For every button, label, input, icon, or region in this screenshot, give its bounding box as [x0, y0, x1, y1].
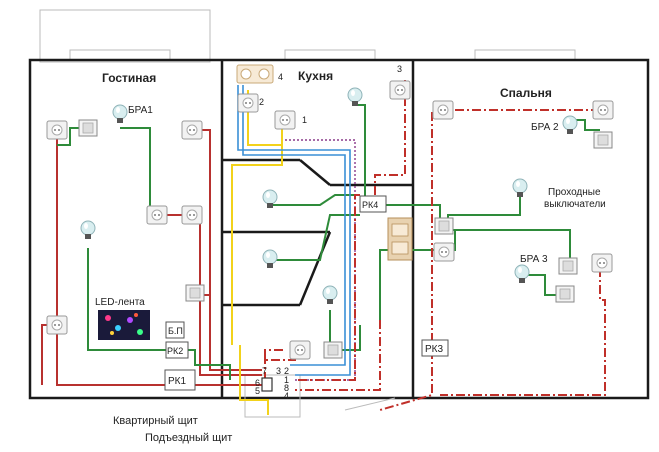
terminal-2: 2 — [284, 366, 289, 376]
switch-bra1 — [78, 119, 98, 137]
label-apartment-panel: Квартирный щит — [113, 415, 198, 427]
socket-kitchen-3 — [389, 80, 411, 100]
panel-leader-line — [344, 397, 396, 411]
socket-bedroom-right — [591, 253, 613, 273]
label-pass-switches-1: Проходные — [548, 187, 601, 198]
switch-bra3 — [555, 285, 575, 303]
junction-box-rk3 — [421, 339, 449, 357]
window-top-living — [69, 49, 171, 61]
label-rk2: РК2 — [167, 346, 183, 356]
junction-box-rk1 — [164, 369, 196, 391]
socket-living-4 — [181, 205, 203, 225]
terminal-1: 1 — [284, 375, 289, 385]
bulb-bra3 — [514, 264, 530, 284]
label-led: LED-лента — [95, 297, 145, 308]
terminal-4: 4 — [284, 391, 289, 401]
terminal-7: 7 — [262, 366, 267, 376]
room-label-living: Гостиная — [102, 71, 156, 85]
window-top-left — [39, 9, 211, 63]
label-entrance-panel: Подъездный щит — [145, 432, 232, 444]
bulb-living-main — [80, 220, 96, 240]
socket-living-3 — [146, 205, 168, 225]
panel-terminal-block — [261, 377, 273, 392]
socket-kitchen-lower — [289, 340, 311, 360]
socket-number-2: 2 — [259, 97, 264, 107]
terminal-8: 8 — [284, 383, 289, 393]
dashdot-wires — [264, 80, 606, 411]
socket-number-4: 4 — [278, 72, 283, 82]
switch-bra2 — [593, 131, 613, 149]
label-bra3: БРА 3 — [520, 254, 548, 265]
walls — [28, 58, 650, 400]
room-label-kitchen: Кухня — [298, 69, 333, 83]
terminal-5: 5 — [255, 386, 260, 396]
switch-kitchen-lower — [323, 341, 343, 359]
apartment-panel-box — [244, 374, 301, 418]
junction-box-rk2 — [165, 341, 189, 359]
socket-bedroom-left — [433, 242, 455, 262]
socket-bedroom-top-left — [432, 100, 454, 120]
socket-living-5 — [46, 315, 68, 335]
switch-block-hall — [387, 217, 413, 261]
window-top-kitchen — [284, 49, 376, 61]
socket-kitchen-double — [236, 64, 274, 84]
socket-living-1 — [46, 120, 68, 140]
switch-living-led — [185, 284, 205, 302]
bulb-bedroom-main — [512, 178, 528, 198]
bulb-kitchen-lower — [322, 285, 338, 305]
bulb-bra1 — [112, 104, 128, 124]
label-rk1: РК1 — [168, 376, 186, 387]
junction-box-rk4 — [359, 195, 387, 213]
blue-wires — [237, 85, 351, 376]
socket-number-3: 3 — [397, 64, 402, 74]
bulb-hall-2 — [262, 249, 278, 269]
pass-switch-left — [434, 217, 454, 235]
label-rk4: РК4 — [362, 200, 378, 210]
label-rk3: РК3 — [425, 344, 443, 355]
red-wires — [41, 129, 262, 386]
socket-living-2 — [181, 120, 203, 140]
label-bra1: БРА1 — [128, 105, 153, 116]
room-label-bedroom: Спальня — [500, 86, 552, 100]
window-top-bedroom — [474, 49, 576, 61]
socket-kitchen-2 — [237, 93, 259, 113]
bulb-kitchen-main — [347, 87, 363, 107]
socket-bedroom-top-right — [592, 100, 614, 120]
power-supply-box — [165, 321, 185, 339]
pass-switch-right — [558, 257, 578, 275]
terminal-3: 3 — [276, 366, 281, 376]
socket-number-1: 1 — [302, 115, 307, 125]
terminal-6: 6 — [255, 378, 260, 388]
label-bra2: БРА 2 — [531, 122, 559, 133]
led-strip-icon — [98, 310, 150, 340]
bulb-bra2 — [562, 115, 578, 135]
socket-kitchen-1 — [274, 110, 296, 130]
label-pass-switches-2: выключатели — [544, 199, 606, 210]
label-bp: Б.П — [168, 326, 183, 336]
